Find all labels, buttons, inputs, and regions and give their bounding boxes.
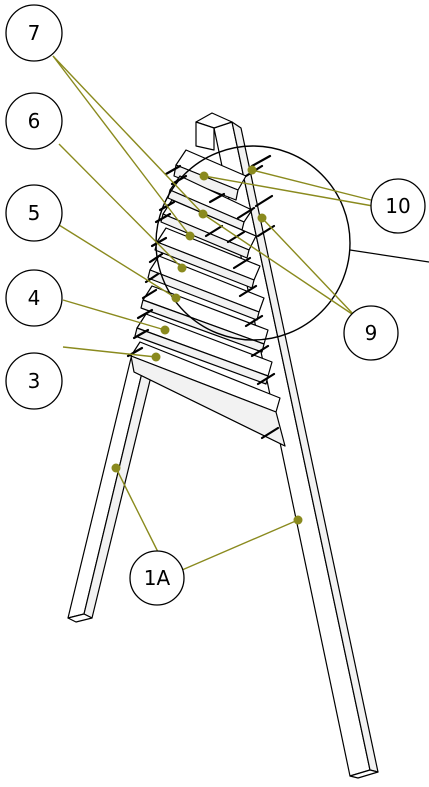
leader-lines (52, 55, 374, 571)
callout-1a-label: 1A (144, 566, 171, 590)
callout-7-label: 7 (28, 21, 41, 45)
callout-5-label: 5 (28, 201, 41, 225)
callout-6-label: 6 (28, 109, 41, 133)
callout-3: 3 (5, 352, 63, 410)
callout-10-label: 10 (385, 194, 410, 218)
callout-9: 9 (343, 305, 399, 361)
callout-10: 10 (370, 178, 426, 234)
callout-1a: 1A (129, 550, 185, 606)
callout-5: 5 (5, 184, 63, 242)
nails (126, 154, 280, 440)
callout-4: 4 (5, 269, 63, 327)
callout-7: 7 (5, 4, 63, 62)
callout-4-label: 4 (28, 286, 41, 310)
callout-9-label: 9 (365, 321, 378, 345)
callout-6: 6 (5, 92, 63, 150)
rungs (130, 149, 286, 447)
leader-dots (111, 165, 303, 525)
callout-3-label: 3 (28, 369, 41, 393)
detail-marker (155, 145, 429, 341)
